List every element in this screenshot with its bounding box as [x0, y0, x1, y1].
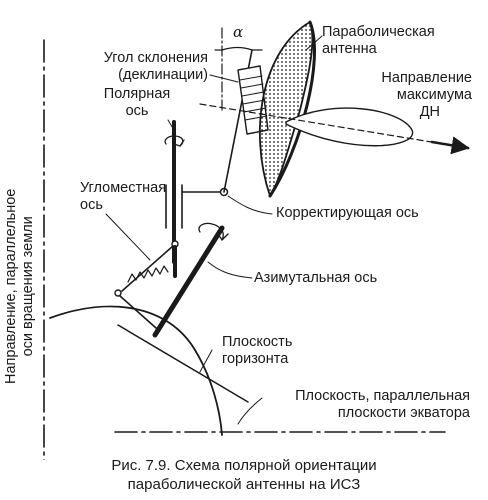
horizon-plane-line1: Плоскость: [222, 334, 293, 350]
elevation-spring: [127, 265, 169, 283]
horizon-plane-label: Плоскость горизонта: [222, 334, 292, 368]
equator-plane-line1: Плоскость, параллельная: [295, 388, 470, 404]
diagram-drawing: [43, 20, 470, 469]
earth-surface-arc: [49, 305, 223, 436]
max-direction-line1: Направление: [381, 70, 472, 86]
declination-angle-line1: Угол склонения: [103, 50, 208, 66]
horizon-plane-line2: горизонта: [222, 351, 289, 367]
declination-angle-line2: (деклинации): [118, 67, 208, 83]
caption-line1: Рис. 7.9. Схема полярной ориентации: [111, 457, 377, 474]
elevation-link-upper: [121, 245, 174, 292]
correcting-axis-label: Корректирующая ось: [276, 205, 419, 221]
azimuth-axis-rod: [152, 225, 225, 338]
parabolic-dish-rim: [268, 20, 316, 198]
earth-axis-line1: Направление, параллельное: [3, 188, 19, 384]
azimuth-rotation-arrow: [198, 222, 224, 241]
elevation-pivot-left: [114, 289, 122, 297]
equator-plane-line2: плоскости экватора: [337, 405, 470, 421]
parabolic-dish-back: [259, 21, 314, 197]
alpha-symbol: α: [233, 23, 244, 41]
max-direction-axis: [199, 103, 469, 149]
radiation-lobe: [285, 107, 414, 147]
elevation-axis-line1: Угломестная: [80, 180, 167, 196]
elevation-axis-line2: ось: [80, 197, 103, 213]
elevation-axis-label: Угломестная ось: [80, 180, 166, 214]
polar-axis-line2: ось: [125, 103, 149, 119]
horizon-plane-line: [117, 324, 249, 403]
declination-angle-arc: [221, 46, 253, 51]
polar-axis-label: Полярная ось: [102, 86, 172, 120]
declination-angle-label: Угол склонения (деклинации): [60, 50, 208, 84]
max-direction-label: Направление максимума ДН: [330, 70, 472, 121]
earth-axis-label: Направление, параллельное оси вращения з…: [3, 189, 37, 384]
max-direction-line2: максимума: [396, 87, 472, 103]
leader-lines: [105, 35, 323, 425]
polar-axis-line1: Полярная: [103, 86, 171, 102]
elevation-link-lower: [119, 295, 157, 329]
equator-plane-label: Плоскость, параллельная плоскости эквато…: [250, 388, 470, 422]
parabolic-antenna-line1: Параболическая: [322, 24, 435, 40]
azimuth-rotation-arrowhead: [217, 233, 229, 241]
parabolic-antenna-label: Параболическая антенна: [322, 24, 435, 58]
max-direction-arrow: [430, 136, 470, 155]
max-direction-line3: ДН: [419, 104, 440, 120]
polar-rotation-arrowhead: [173, 139, 185, 147]
parabolic-antenna-line2: антенна: [322, 41, 377, 57]
azimuth-axis-label: Азимутальная ось: [254, 270, 378, 286]
figure-caption: Рис. 7.9. Схема полярной ориентации пара…: [0, 456, 488, 494]
caption-line2: параболической антенны на ИСЗ: [127, 476, 361, 493]
earth-axis-line2: оси вращения земли: [20, 216, 36, 357]
